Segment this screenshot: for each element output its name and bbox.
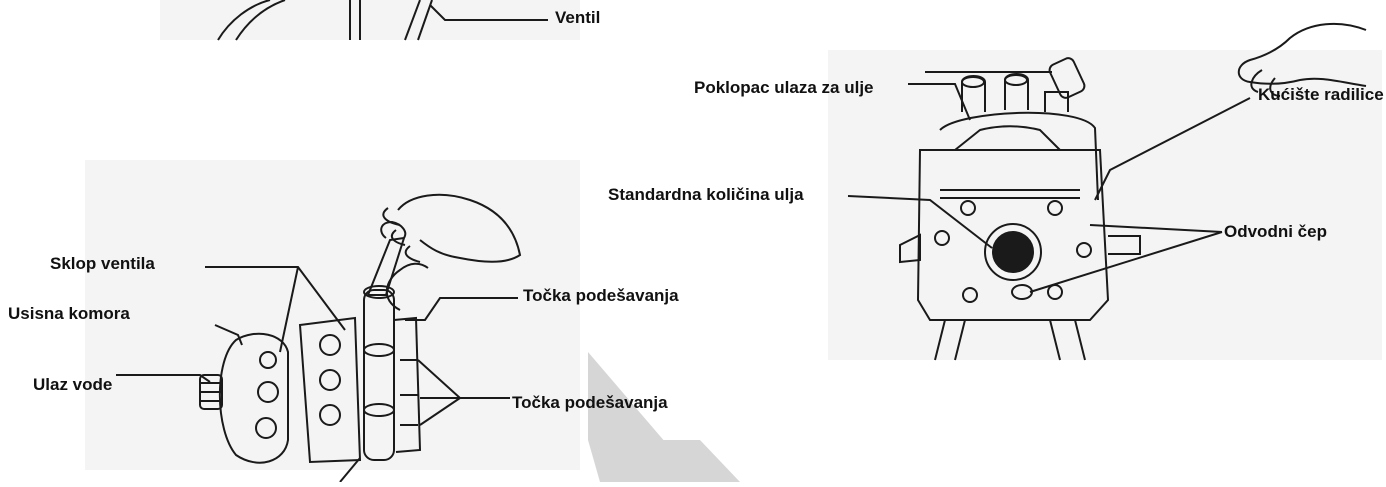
label-drain-plug: Odvodni čep: [1224, 223, 1327, 240]
label-adjustment-point-top: Točka podešavanja: [523, 287, 679, 304]
label-adjustment-point-bottom: Točka podešavanja: [512, 394, 668, 411]
watermark-arrow: [588, 352, 740, 482]
label-crankcase: Kućište radilice: [1258, 86, 1384, 103]
label-standard-oil-level: Standardna količina ulja: [608, 186, 804, 203]
label-suction-chamber: Usisna komora: [8, 305, 130, 322]
label-ventil: Ventil: [555, 9, 600, 26]
label-water-inlet: Ulaz vode: [33, 376, 112, 393]
label-valve-assembly: Sklop ventila: [50, 255, 155, 272]
label-oil-inlet-cover: Poklopac ulaza za ulje: [694, 79, 874, 96]
oil-sight-glass: [993, 232, 1033, 272]
paper-shading: [85, 0, 1382, 470]
